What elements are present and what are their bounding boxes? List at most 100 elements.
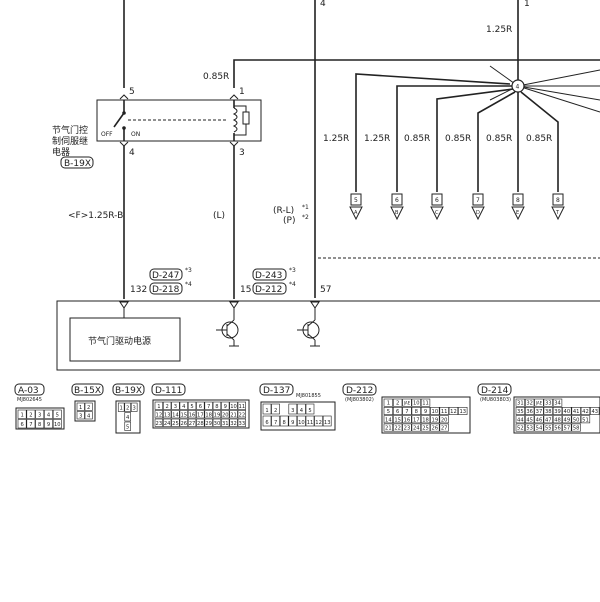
connector-pin-label: 8 bbox=[38, 422, 41, 428]
connector-pin-label: 7 bbox=[29, 422, 32, 428]
svg-text:T: T bbox=[555, 210, 560, 216]
connector-pin-label: 17 bbox=[197, 412, 204, 418]
connector-pin-label: 1 bbox=[265, 408, 268, 414]
connector-pin-label: 13 bbox=[324, 420, 331, 426]
connector-pin-label: 5 bbox=[387, 409, 390, 415]
wire-relay-coil-feed bbox=[233, 59, 600, 88]
connector-pin-label: 35 bbox=[517, 409, 524, 415]
connector-pin-cell bbox=[171, 418, 180, 427]
connector-pin-cell bbox=[52, 419, 62, 429]
connector-pin-label: 6 bbox=[265, 420, 268, 426]
connector-pin-label: 12 bbox=[450, 409, 457, 415]
connector-pin-cell bbox=[288, 403, 298, 415]
connector-pin-cell bbox=[154, 418, 163, 427]
connector-pin-cell bbox=[402, 415, 412, 424]
connector-pin-cell bbox=[204, 418, 213, 427]
connector-pin-cell bbox=[420, 415, 431, 424]
connector-pin-cell bbox=[229, 401, 238, 410]
connector-pin-label: 19 bbox=[214, 412, 221, 418]
ecu-tag-d247-box bbox=[149, 268, 183, 281]
connector-pin-label: 17 bbox=[413, 417, 420, 423]
wire-label-right-a-note: *1 bbox=[302, 204, 309, 211]
relay-pin-4: 4 bbox=[129, 148, 135, 158]
relay-box bbox=[96, 99, 262, 142]
connector-pin-label: 27 bbox=[189, 421, 196, 427]
connector-pin-cell bbox=[171, 410, 180, 419]
connector-pin-cell bbox=[196, 418, 205, 427]
branch-wire-label-2: 1.25R bbox=[364, 134, 390, 144]
connector-pin-cell bbox=[515, 423, 525, 432]
connector-pin-cell bbox=[439, 415, 449, 424]
connector-pin-cell bbox=[430, 415, 440, 424]
connector-pin-label: 11 bbox=[307, 420, 314, 426]
connector-pin-label: 7 bbox=[405, 409, 408, 415]
relay-switch-off: OFF bbox=[101, 131, 113, 138]
connector-pin-label: 10 bbox=[432, 409, 439, 415]
connector-pin-cell bbox=[187, 418, 197, 427]
connector-pin-label: 26 bbox=[432, 426, 439, 432]
connector-pin-cell bbox=[322, 415, 332, 427]
connector-pin-label: 14 bbox=[385, 417, 392, 423]
connector-pin-label: 10 bbox=[413, 401, 420, 407]
connector-pin-label: 9 bbox=[424, 409, 427, 415]
connector-pin-label: 10 bbox=[230, 404, 237, 410]
ecu-tag-d218-note: *4 bbox=[185, 281, 192, 288]
connector-pin-cell bbox=[163, 410, 172, 419]
connector-pin-cell bbox=[515, 398, 525, 407]
relay-pin-5: 5 bbox=[129, 87, 135, 97]
connector-pin-label: 25 bbox=[172, 421, 179, 427]
connector-pin-cell bbox=[590, 406, 600, 415]
connector-pin-cell bbox=[552, 398, 563, 407]
connector-pin-label: 2 bbox=[396, 401, 399, 407]
connector-pin-cell bbox=[430, 423, 440, 432]
connector-pin-cell bbox=[262, 415, 272, 427]
connector-pin-label: 1 bbox=[79, 405, 82, 411]
connector-pin-label: 4 bbox=[47, 413, 51, 419]
connector-pin-cell bbox=[179, 418, 188, 427]
connector-pin-cell bbox=[534, 406, 544, 415]
connector-pin-label: 31 bbox=[517, 401, 524, 407]
connector-pin-cell bbox=[187, 401, 197, 410]
svg-text:D: D bbox=[476, 210, 480, 216]
connector-pin-cell bbox=[411, 398, 421, 407]
connector-pin-cell bbox=[543, 398, 553, 407]
connector-pin-label: 4 bbox=[87, 413, 91, 419]
connector-pin-label: 10 bbox=[54, 422, 61, 428]
ecu-tag-d212-box bbox=[252, 282, 287, 295]
transistor-2-icon bbox=[297, 308, 320, 347]
connector-pin-cell bbox=[262, 403, 272, 415]
connector-pin-cell bbox=[448, 406, 459, 415]
branch-terminal-5: 8 E bbox=[511, 193, 525, 221]
connector-pin-label: 42 bbox=[582, 409, 589, 415]
connector-pin-label: 49 bbox=[564, 417, 571, 423]
connector-pin-cell bbox=[524, 423, 535, 432]
connector-pin-label: 1 bbox=[120, 406, 123, 412]
connector-pin-cell bbox=[35, 409, 45, 419]
connector-pin-cell bbox=[204, 401, 213, 410]
connector-pin-label: 23 bbox=[404, 426, 411, 432]
connector-pin-label: 8 bbox=[415, 409, 418, 415]
connector-pin-label: 22 bbox=[239, 412, 246, 418]
connector-pin-label: 51 bbox=[582, 417, 589, 423]
relay-name-line-2: 制伺服继 bbox=[52, 135, 88, 147]
connector-pin-cell bbox=[26, 419, 36, 429]
connector-pin-label: 9 bbox=[224, 404, 227, 410]
connector-pin-cell bbox=[271, 403, 280, 415]
ecu-tag-d243: D-243 bbox=[255, 271, 282, 281]
connector-pin-label: 32 bbox=[526, 401, 533, 407]
connector-pin-cell bbox=[411, 415, 421, 424]
ecu-tag-d218: D-218 bbox=[152, 285, 180, 295]
connector-pin-label: 11 bbox=[422, 401, 429, 407]
connector-pin-label: 18 bbox=[205, 412, 212, 418]
connector-pin-label: 19 bbox=[432, 417, 439, 423]
connector-pin-cell bbox=[458, 406, 468, 415]
relay-tag: B-19X bbox=[64, 159, 91, 169]
ecu-inner-label: 节气门驱动电源 bbox=[88, 335, 151, 347]
connector-pin-label: 16 bbox=[404, 417, 411, 423]
connector-pin-label: 48 bbox=[554, 417, 561, 423]
svg-text:C: C bbox=[435, 210, 439, 216]
connector-pin-cell bbox=[163, 401, 172, 410]
connector-pin-label: 33 bbox=[239, 421, 246, 427]
